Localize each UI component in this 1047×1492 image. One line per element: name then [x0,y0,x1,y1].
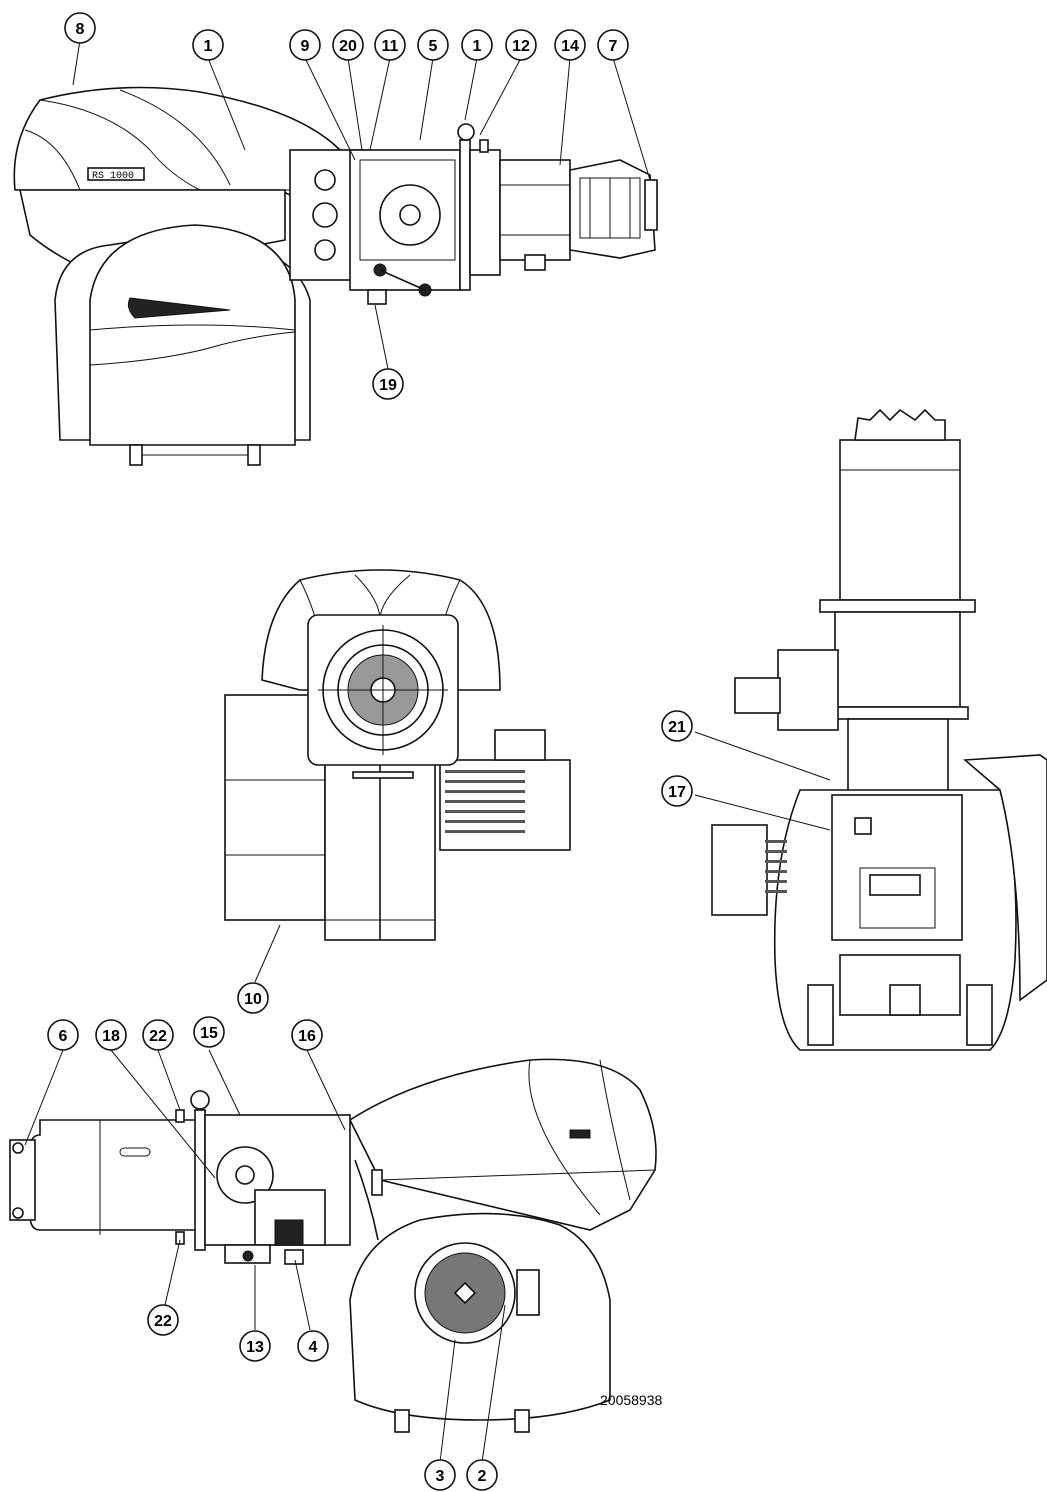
callout-label: 18 [102,1028,120,1045]
callout-label: 13 [246,1339,264,1356]
leader-lines [24,39,831,1463]
callout-20: 20 [332,29,364,61]
callout-label: 4 [309,1339,318,1356]
callout-1: 1 [192,29,224,61]
callout-11: 11 [374,29,406,61]
callout-14: 14 [554,29,586,61]
callout-18: 18 [95,1019,127,1051]
callout-label: 22 [154,1313,172,1330]
callout-22-bottom: 22 [147,1304,179,1336]
document-code: 20058938 [600,1392,663,1408]
callout-7: 7 [597,29,629,61]
callout-12: 12 [505,29,537,61]
callout-label: 1 [204,38,213,55]
callout-label: 16 [298,1028,316,1045]
nameplate-text: RS 1000 [92,171,134,182]
callout-label: 11 [382,38,399,55]
callout-label: 20 [339,38,357,55]
callout-16: 16 [291,1019,323,1051]
callout-15: 15 [193,1016,225,1048]
top-side-view: RS 1000 [13,86,658,466]
callout-label: 19 [379,377,397,394]
callout-label: 12 [512,38,530,55]
callout-1b: 1 [461,29,493,61]
callout-13: 13 [239,1330,271,1362]
callouts: 8 1 9 20 11 5 1 12 14 7 19 21 17 10 6 18… [47,12,693,1491]
callout-label: 15 [200,1025,218,1042]
callout-3: 3 [424,1459,456,1491]
callout-label: 3 [436,1468,445,1485]
callout-label: 14 [561,38,579,55]
callout-label: 2 [478,1468,487,1485]
callout-label: 22 [149,1028,167,1045]
callout-21: 21 [661,710,693,742]
callout-label: 7 [609,38,618,55]
callout-4: 4 [297,1330,329,1362]
callout-label: 6 [59,1028,68,1045]
callout-17: 17 [661,775,693,807]
callout-22-top: 22 [142,1019,174,1051]
bottom-side-view [9,1058,657,1433]
front-view [224,569,571,941]
callout-label: 21 [668,719,686,736]
callout-9: 9 [289,29,321,61]
callout-10: 10 [237,982,269,1014]
callout-label: 10 [244,991,262,1008]
callout-8: 8 [64,12,96,44]
callout-label: 1 [473,38,482,55]
callout-6: 6 [47,1019,79,1051]
callout-label: 9 [301,38,310,55]
callout-2: 2 [466,1459,498,1491]
callout-label: 5 [429,38,438,55]
callout-label: 8 [76,21,85,38]
rear-view [711,408,1047,1051]
callout-19: 19 [372,368,404,400]
callout-5: 5 [417,29,449,61]
callout-label: 17 [668,784,686,801]
